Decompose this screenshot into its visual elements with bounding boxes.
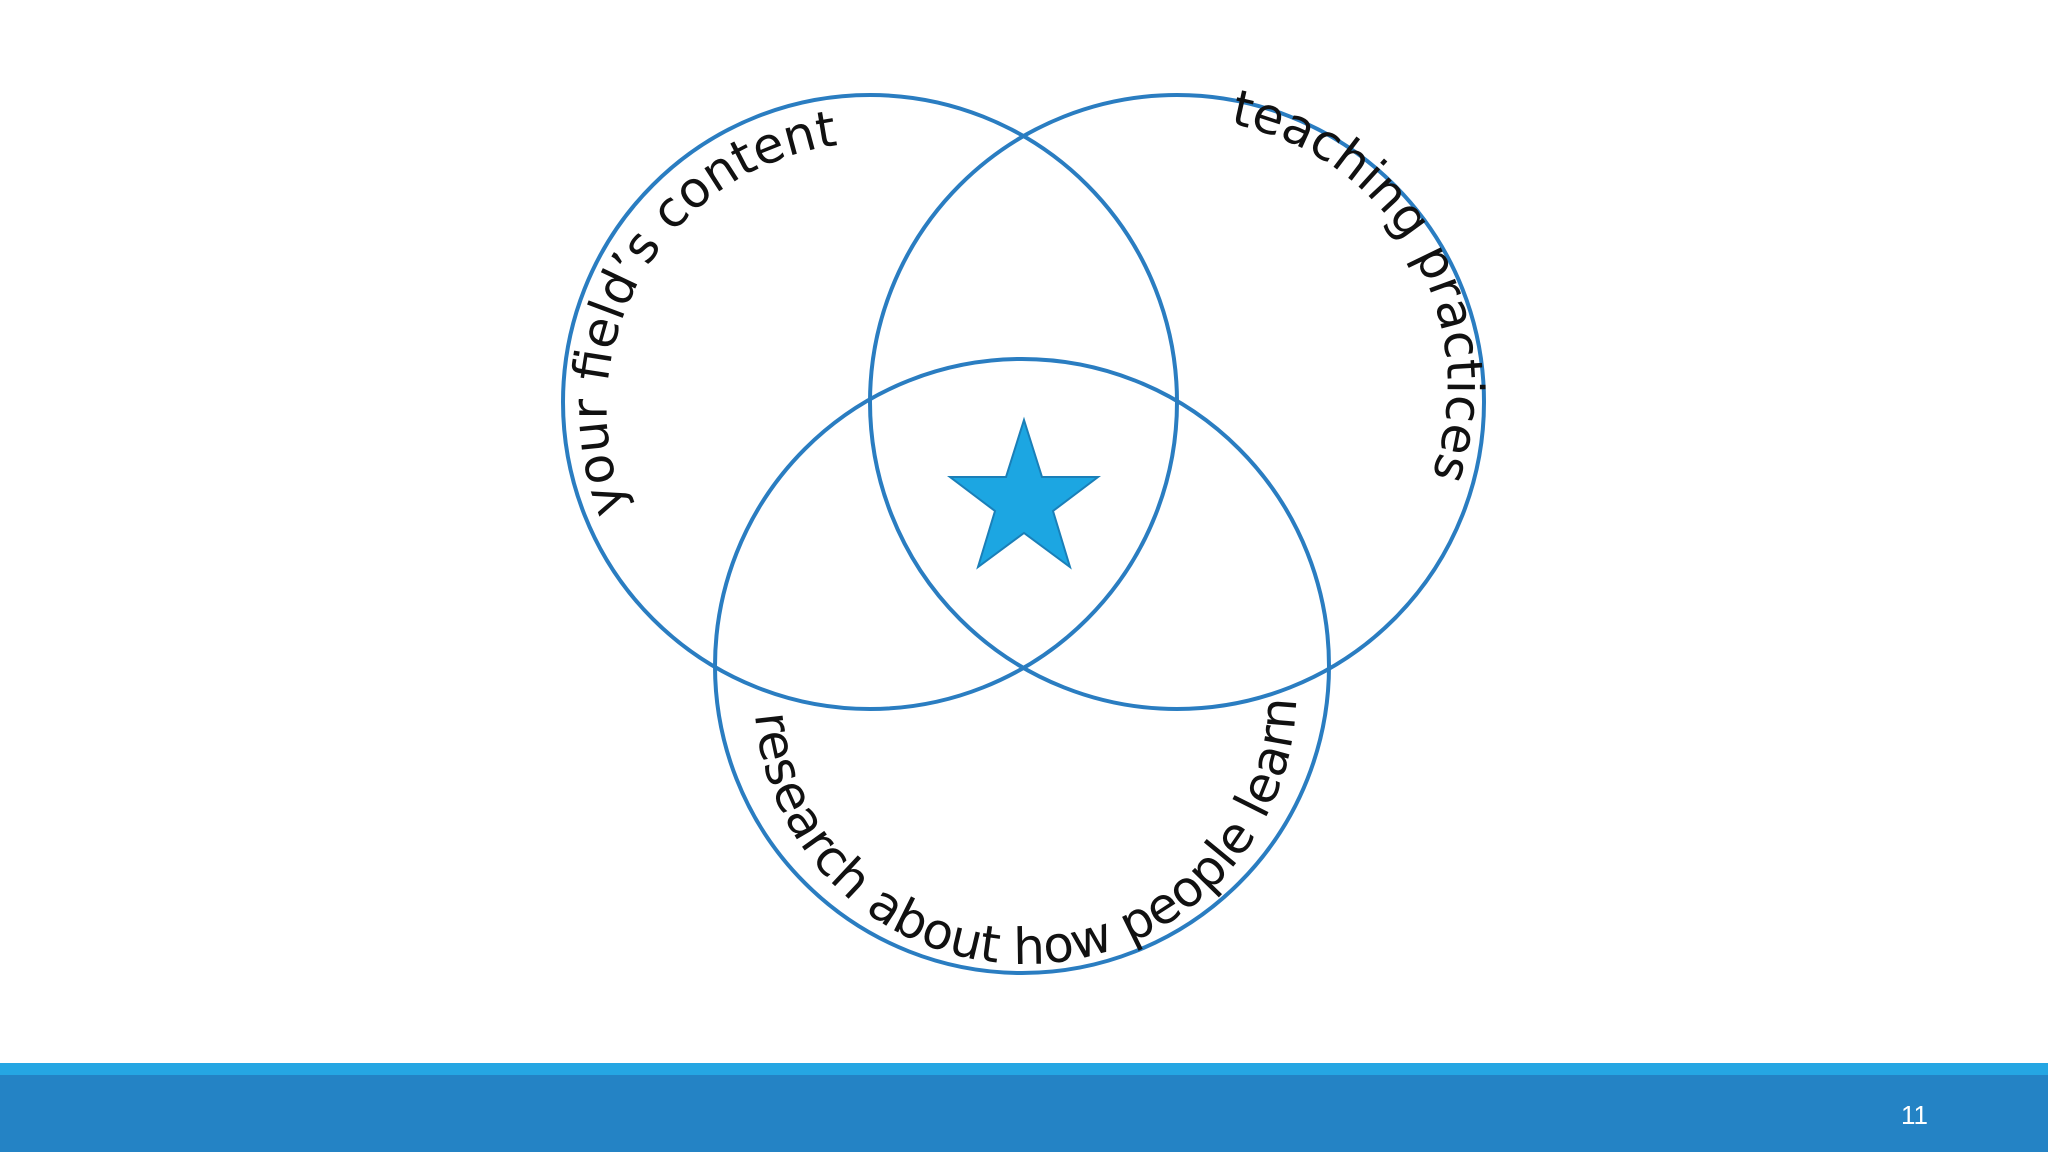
circle-research-about-how-people-learn (713, 357, 1331, 975)
label-teaching-practices-text: teaching practices (1227, 79, 1493, 490)
label-teaching-practices: teaching practices (1227, 79, 1493, 490)
label-research-about-how-people-learn: research about how people learn (743, 695, 1309, 976)
page-number: 11 (1901, 1100, 1928, 1130)
circle-teaching-practices (868, 93, 1486, 711)
label-research-about-how-people-learn-text: research about how people learn (743, 695, 1309, 976)
footer-bar (0, 1075, 2048, 1152)
label-your-fields-content-text: your field’s content (561, 100, 841, 524)
star-icon (947, 416, 1101, 570)
label-your-fields-content: your field’s content (561, 100, 841, 524)
footer-accent-stripe (0, 1063, 2048, 1075)
